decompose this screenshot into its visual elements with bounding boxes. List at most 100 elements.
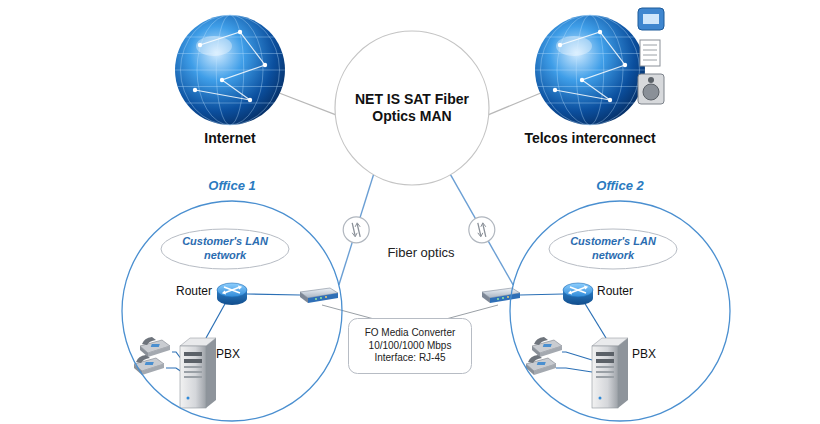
- callout-box: FO Media Converter 10/100/1000 Mbps Inte…: [348, 318, 472, 374]
- shape-part: [643, 45, 657, 46]
- shape-part: [555, 32, 625, 100]
- fiber-link: [451, 175, 514, 285]
- shape-part: [161, 229, 289, 269]
- shape-part: [343, 217, 369, 243]
- shape-part: [556, 368, 592, 372]
- fiber-link: [339, 175, 374, 285]
- office-circle: Office 1 Customer's LAN network: [122, 178, 342, 422]
- shape-part: [322, 305, 374, 319]
- shape-part: [643, 14, 659, 24]
- shape-part: [623, 63, 627, 67]
- shape-part: [352, 223, 360, 237]
- shape-part: [643, 50, 657, 51]
- node-text: Telcos interconnect: [520, 130, 660, 148]
- globe: [535, 15, 645, 125]
- device-label: Router: [597, 284, 647, 298]
- node-text: Customer's LAN network: [175, 235, 275, 263]
- edge-group: [451, 175, 514, 285]
- shape-part: [640, 40, 660, 66]
- shape-part: [510, 201, 730, 421]
- shape-part: [535, 70, 645, 71]
- shape-part: [532, 337, 562, 357]
- shape-part: [220, 78, 224, 82]
- leader-line: [322, 305, 498, 319]
- node-text: NET IS SAT Fiber Optics MAN: [350, 91, 474, 126]
- telco-icons: [638, 8, 664, 104]
- shape-part: [248, 98, 252, 102]
- edge-group: [489, 93, 540, 114]
- edge-group: [280, 93, 335, 114]
- shape-part: [643, 55, 657, 56]
- shape-part: [643, 60, 657, 61]
- edge-group: [339, 175, 374, 285]
- shape-part: [584, 302, 606, 338]
- shape-part: [648, 77, 654, 83]
- office-circle-outline: [122, 178, 342, 422]
- shape-part: [643, 84, 659, 100]
- shape-part: [175, 15, 285, 125]
- shape-part: [349, 319, 472, 374]
- media-converter: [482, 288, 520, 303]
- device-label: PBX: [216, 347, 256, 361]
- shape-part: [175, 70, 285, 71]
- shape-part: [193, 88, 197, 92]
- node-text: Customer's LAN network: [563, 235, 663, 263]
- node-text: Internet: [160, 130, 300, 148]
- shape-part: [206, 302, 226, 338]
- shape-part: [335, 31, 489, 185]
- shape-part: [638, 8, 664, 30]
- shape-part: [520, 294, 563, 295]
- device-label: Router: [162, 284, 212, 298]
- office-circle-outline: [510, 178, 730, 422]
- lan-ellipse: Customer's LAN network: [160, 228, 290, 270]
- shape-part: [140, 337, 170, 357]
- shape-part: [580, 78, 584, 82]
- office-heading: Office 2: [510, 178, 730, 194]
- network-link: [489, 93, 540, 114]
- shape-part: [166, 368, 182, 372]
- shape-part: [546, 37, 634, 38]
- telco-globe: Telcos interconnect: [520, 12, 660, 154]
- network-link: [280, 93, 335, 114]
- router-icon: [217, 283, 247, 305]
- office-heading: Office 1: [122, 178, 342, 194]
- pbx-server: [592, 338, 628, 408]
- shape-part: [553, 88, 557, 92]
- lan-ellipse: Customer's LAN network: [548, 228, 678, 270]
- shape-part: [556, 36, 592, 56]
- shape-part: [549, 229, 677, 269]
- office-circle: Office 2 Customer's LAN network: [510, 178, 730, 422]
- shape-part: [608, 98, 612, 102]
- shape-part: [122, 201, 342, 421]
- shape-part: [186, 37, 274, 38]
- fiber-icon: [469, 217, 495, 243]
- media-converter: [300, 288, 338, 303]
- shape-part: [535, 15, 645, 125]
- node-text: FO Media Converter 10/100/1000 Mbps Inte…: [358, 327, 462, 365]
- shape-part: [238, 30, 242, 34]
- shape-part: [538, 53, 643, 54]
- phone-set: [526, 337, 562, 375]
- fiber-icon: [343, 217, 369, 243]
- shape-part: [186, 103, 274, 104]
- pbx-server: [180, 338, 216, 408]
- shape-part: [247, 294, 300, 295]
- shape-part: [195, 32, 265, 100]
- shape-part: [598, 30, 602, 34]
- shape-part: [478, 223, 486, 237]
- shape-part: [352, 223, 360, 237]
- globe: [175, 15, 285, 125]
- device-label: PBX: [632, 347, 672, 361]
- router-icon: [563, 283, 593, 305]
- shape-part: [469, 217, 495, 243]
- shape-part: [546, 103, 634, 104]
- shape-part: [562, 352, 592, 360]
- shape-part: [134, 355, 164, 375]
- shape-part: [478, 223, 486, 237]
- shape-part: [178, 53, 283, 54]
- link-label: Fiber optics: [381, 244, 461, 261]
- shape-part: [263, 63, 267, 67]
- shape-part: [196, 36, 232, 56]
- shape-part: [526, 355, 556, 375]
- network-circle: NET IS SAT Fiber Optics MAN: [334, 30, 490, 186]
